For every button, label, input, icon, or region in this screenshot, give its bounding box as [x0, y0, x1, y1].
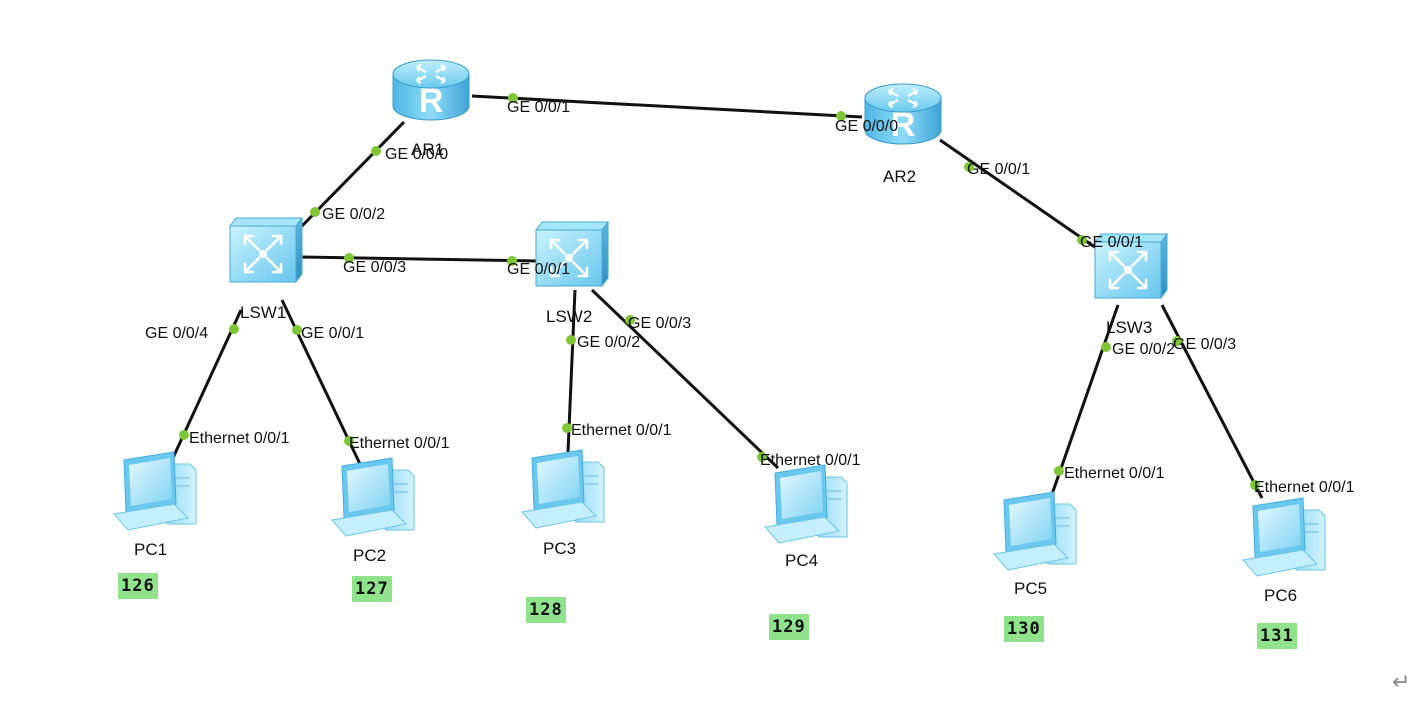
pc-pc2[interactable] [331, 457, 415, 537]
address-tag-pc3: 128 [526, 597, 566, 623]
address-tag-pc4: 129 [769, 614, 809, 640]
port-dot [566, 335, 576, 345]
port-label: GE 0/0/2 [322, 206, 385, 223]
device-label-pc5: PC5 [1014, 579, 1047, 598]
pc-icon [993, 491, 1077, 571]
device-label-pc6: PC6 [1264, 586, 1297, 605]
pc-icon [1242, 497, 1326, 577]
port-label: GE 0/0/0 [835, 118, 898, 135]
device-label-lsw2: LSW2 [546, 307, 592, 326]
port-labels: GE 0/0/1 GE 0/0/0 GE 0/0/0 GE 0/0/2 GE 0… [145, 99, 1355, 496]
port-dot [836, 111, 846, 121]
port-dot [344, 253, 354, 263]
port-dot [625, 315, 635, 325]
port-label: GE 0/0/3 [628, 315, 691, 332]
address-tag-pc6: 131 [1257, 623, 1297, 649]
link-lsw3-pc6[interactable] [1160, 304, 1264, 499]
link-ar2-lsw3[interactable] [939, 138, 1103, 254]
pc-pc6[interactable] [1242, 497, 1326, 577]
port-dot [562, 423, 572, 433]
switch-lsw1[interactable] [228, 216, 304, 284]
port-label: Ethernet 0/0/1 [189, 430, 290, 447]
device-label-lsw1: LSW1 [240, 303, 286, 322]
pc-icon [521, 449, 605, 529]
port-label: Ethernet 0/0/1 [760, 452, 861, 469]
address-tag-pc5: 130 [1004, 616, 1044, 642]
port-dot [1172, 336, 1182, 346]
port-dot [507, 256, 517, 266]
port-dot [508, 93, 518, 103]
port-label: GE 0/0/1 [301, 325, 364, 342]
router-ar2[interactable] [863, 82, 943, 146]
port-dots [179, 93, 1260, 490]
pc-pc5[interactable] [993, 491, 1077, 571]
address-tag-pc2: 127 [352, 576, 392, 602]
device-label-pc3: PC3 [543, 539, 576, 558]
port-label: GE 0/0/3 [343, 259, 406, 276]
port-label: GE 0/0/1 [1080, 234, 1143, 251]
link-lsw1-lsw2[interactable] [301, 255, 538, 263]
device-label-lsw3: LSW3 [1106, 318, 1152, 337]
device-label-ar1: AR1 [411, 140, 444, 159]
port-label: GE 0/0/1 [507, 261, 570, 278]
device-label-pc2: PC2 [353, 546, 386, 565]
links [170, 94, 1264, 501]
port-dot [1101, 342, 1111, 352]
port-dot [1250, 480, 1260, 490]
link-ar1-ar2[interactable] [471, 94, 863, 119]
port-label: GE 0/0/4 [145, 325, 208, 342]
pc-icon [113, 451, 197, 531]
device-label-ar2: AR2 [883, 167, 916, 186]
router-ar1[interactable] [391, 58, 471, 122]
port-dot [757, 452, 767, 462]
port-dot [1054, 466, 1064, 476]
port-dot [1077, 235, 1087, 245]
port-dot [964, 162, 974, 172]
pc-icon [764, 464, 848, 544]
router-icon [391, 58, 471, 122]
port-dot [344, 436, 354, 446]
port-dot [310, 207, 320, 217]
port-label: GE 0/0/1 [507, 99, 570, 116]
port-dot [292, 325, 302, 335]
pc-pc4[interactable] [764, 464, 848, 544]
router-icon [863, 82, 943, 146]
pc-pc1[interactable] [113, 451, 197, 531]
port-label: GE 0/0/0 [385, 146, 448, 163]
device-labels: AR1 AR2 LSW1 LSW2 LSW3 PC1 PC2 PC3 PC4 P… [134, 140, 1297, 605]
port-dot [371, 146, 381, 156]
port-label: Ethernet 0/0/1 [349, 435, 450, 452]
device-label-pc4: PC4 [785, 551, 818, 570]
port-label: GE 0/0/3 [1173, 336, 1236, 353]
port-label: Ethernet 0/0/1 [1064, 465, 1165, 482]
port-dot [229, 324, 239, 334]
pc-pc3[interactable] [521, 449, 605, 529]
port-label: GE 0/0/2 [1112, 341, 1175, 358]
return-mark: ↵ [1392, 670, 1411, 695]
device-label-pc1: PC1 [134, 540, 167, 559]
port-label: GE 0/0/2 [577, 334, 640, 351]
port-label: Ethernet 0/0/1 [571, 422, 672, 439]
port-label: GE 0/0/1 [967, 161, 1030, 178]
link-lsw2-pc4[interactable] [590, 288, 780, 470]
port-dot [179, 430, 189, 440]
pc-icon [331, 457, 415, 537]
switch-icon [228, 216, 304, 284]
port-label: Ethernet 0/0/1 [1254, 479, 1355, 496]
address-tag-pc1: 126 [118, 573, 158, 599]
